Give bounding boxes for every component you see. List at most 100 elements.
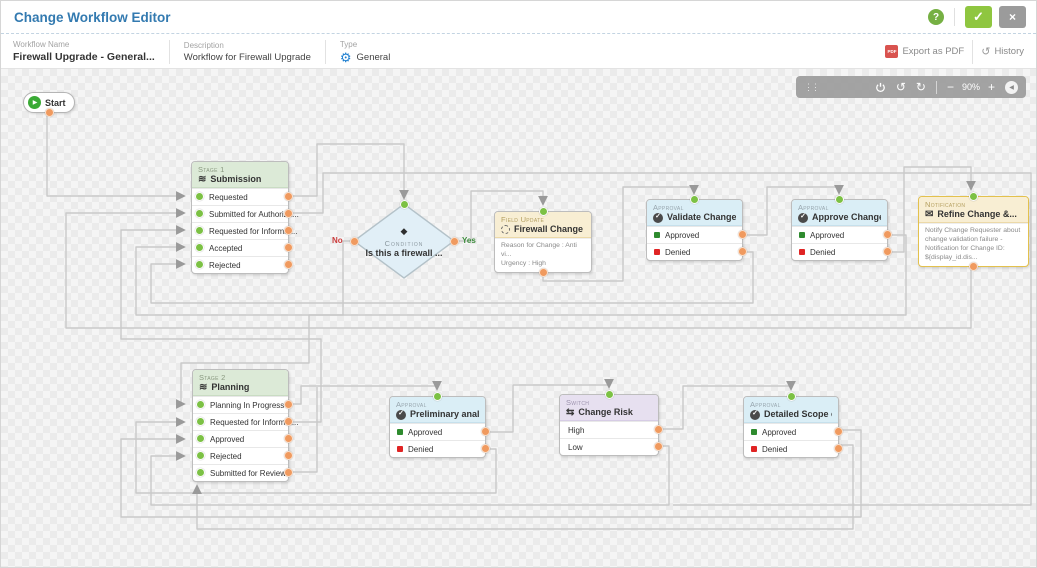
approval-row[interactable]: Denied bbox=[792, 243, 892, 260]
input-port[interactable] bbox=[195, 192, 204, 202]
input-port[interactable] bbox=[196, 417, 205, 427]
output-port[interactable] bbox=[284, 192, 293, 202]
collapse-panel-icon[interactable]: ◀ bbox=[1005, 80, 1018, 94]
history-label: History bbox=[994, 46, 1024, 57]
refresh-icon bbox=[501, 225, 510, 235]
input-port[interactable] bbox=[196, 434, 205, 444]
save-button[interactable]: ✓ bbox=[965, 6, 992, 28]
input-port[interactable] bbox=[195, 226, 204, 236]
output-port[interactable] bbox=[654, 425, 663, 435]
approval-row[interactable]: Denied bbox=[744, 440, 843, 457]
redo-icon[interactable]: ↻ bbox=[915, 80, 926, 94]
export-pdf-button[interactable]: PDF Export as PDF bbox=[885, 45, 964, 58]
drag-handle-icon[interactable]: ⋮⋮ bbox=[804, 81, 820, 92]
approval-row[interactable]: Approved bbox=[390, 423, 490, 440]
output-port-yes[interactable] bbox=[449, 236, 459, 246]
input-port[interactable] bbox=[969, 192, 978, 201]
input-port[interactable] bbox=[604, 390, 614, 399]
output-port[interactable] bbox=[481, 427, 490, 437]
output-port[interactable] bbox=[834, 427, 843, 437]
output-port[interactable] bbox=[284, 260, 293, 270]
stage-row[interactable]: Requested for Informat... bbox=[193, 413, 299, 430]
gear-icon[interactable]: ⚙ bbox=[339, 49, 352, 65]
node-type-label: Stage 2 bbox=[199, 373, 226, 382]
node-approval-preliminary[interactable]: Approval ✓Preliminary analy... Approved … bbox=[389, 392, 490, 459]
stage-row[interactable]: Approved bbox=[193, 430, 293, 447]
output-port[interactable] bbox=[284, 451, 293, 461]
output-port[interactable] bbox=[284, 400, 293, 410]
input-port[interactable] bbox=[399, 199, 409, 209]
workflow-canvas[interactable]: ⋮⋮ ↺ ↻ − 90% + ◀ ▶ Start Stage 1 ≋Submis… bbox=[1, 69, 1036, 567]
output-port-no[interactable] bbox=[349, 236, 359, 246]
output-port[interactable] bbox=[738, 230, 747, 240]
output-port[interactable] bbox=[883, 247, 892, 257]
node-start[interactable]: ▶ Start bbox=[23, 92, 75, 117]
input-port[interactable] bbox=[196, 468, 205, 478]
output-port[interactable] bbox=[738, 247, 747, 257]
input-port[interactable] bbox=[195, 209, 204, 219]
node-switch-change-risk[interactable]: Switch ⇆Change Risk High Low bbox=[559, 390, 663, 457]
output-port[interactable] bbox=[44, 108, 54, 117]
stage-row[interactable]: Accepted bbox=[192, 239, 293, 256]
approval-row[interactable]: Approved bbox=[744, 423, 843, 440]
description-field[interactable]: Description Workflow for Firewall Upgrad… bbox=[184, 41, 311, 63]
input-port[interactable] bbox=[195, 260, 204, 270]
help-icon[interactable]: ? bbox=[928, 9, 944, 25]
input-port[interactable] bbox=[786, 392, 796, 401]
output-port[interactable] bbox=[969, 261, 978, 271]
approved-status-dot bbox=[397, 429, 403, 436]
page-title: Change Workflow Editor bbox=[14, 9, 171, 25]
zoom-out-icon[interactable]: − bbox=[946, 80, 954, 94]
history-button[interactable]: ↺ History bbox=[981, 45, 1024, 58]
output-port[interactable] bbox=[834, 444, 843, 454]
workflow-name-field[interactable]: Workflow Name Firewall Upgrade - General… bbox=[13, 40, 155, 63]
switch-row[interactable]: High bbox=[560, 421, 663, 438]
approval-row[interactable]: Approved bbox=[647, 226, 747, 243]
output-port[interactable] bbox=[654, 442, 663, 452]
output-port[interactable] bbox=[538, 267, 548, 277]
output-port[interactable] bbox=[284, 468, 293, 478]
stage-row[interactable]: Rejected bbox=[192, 256, 293, 273]
output-port[interactable] bbox=[284, 434, 293, 444]
input-port[interactable] bbox=[196, 400, 205, 410]
node-approval-approve[interactable]: Approval ✓Approve Change ... Approved De… bbox=[791, 195, 892, 262]
stage-row[interactable]: Submitted for Authoriza... bbox=[192, 205, 299, 222]
stage-row[interactable]: Planning In Progress bbox=[193, 396, 293, 413]
input-port[interactable] bbox=[835, 195, 844, 204]
input-port[interactable] bbox=[196, 451, 205, 461]
node-stage1-submission[interactable]: Stage 1 ≋Submission Requested Submitted … bbox=[191, 161, 299, 275]
output-port[interactable] bbox=[284, 417, 293, 427]
node-approval-validate[interactable]: Approval ✓Validate Change ... Approved D… bbox=[646, 195, 747, 262]
denied-status-dot bbox=[799, 249, 805, 256]
stage-row[interactable]: Rejected bbox=[193, 447, 293, 464]
condition-yes-label: Yes bbox=[462, 236, 476, 245]
undo-icon[interactable]: ↺ bbox=[895, 80, 906, 94]
output-port[interactable] bbox=[284, 226, 293, 236]
node-title: Detailed Scope of... bbox=[764, 409, 832, 419]
condition-diamond[interactable] bbox=[352, 203, 456, 279]
node-stage2-planning[interactable]: Stage 2 ≋Planning Planning In Progress R… bbox=[192, 369, 299, 483]
stage-row[interactable]: Requested for Informat... bbox=[192, 222, 298, 239]
output-port[interactable] bbox=[481, 444, 490, 454]
stage-row[interactable]: Submitted for Review bbox=[193, 464, 293, 481]
close-button[interactable]: × bbox=[999, 6, 1026, 28]
node-notification[interactable]: Notification ✉Refine Change &... Notify … bbox=[918, 192, 1029, 271]
power-icon[interactable] bbox=[875, 82, 886, 93]
zoom-in-icon[interactable]: + bbox=[987, 80, 995, 94]
approval-check-icon: ✓ bbox=[653, 212, 663, 223]
approval-row[interactable]: Approved bbox=[792, 226, 892, 243]
input-port[interactable] bbox=[195, 243, 204, 253]
output-port[interactable] bbox=[284, 243, 293, 253]
input-port[interactable] bbox=[690, 195, 699, 204]
node-field-update[interactable]: Field Update Firewall Change fi... Reaso… bbox=[494, 207, 592, 277]
node-approval-detailed[interactable]: Approval ✓Detailed Scope of... Approved … bbox=[743, 392, 843, 459]
approval-row[interactable]: Denied bbox=[647, 243, 747, 260]
stage-row[interactable]: Requested bbox=[192, 188, 293, 205]
switch-row[interactable]: Low bbox=[560, 438, 663, 455]
input-port[interactable] bbox=[433, 392, 442, 401]
approval-row[interactable]: Denied bbox=[390, 440, 490, 457]
node-type-label: Approval bbox=[653, 203, 684, 212]
input-port[interactable] bbox=[538, 207, 548, 216]
output-port[interactable] bbox=[284, 209, 293, 219]
output-port[interactable] bbox=[883, 230, 892, 240]
